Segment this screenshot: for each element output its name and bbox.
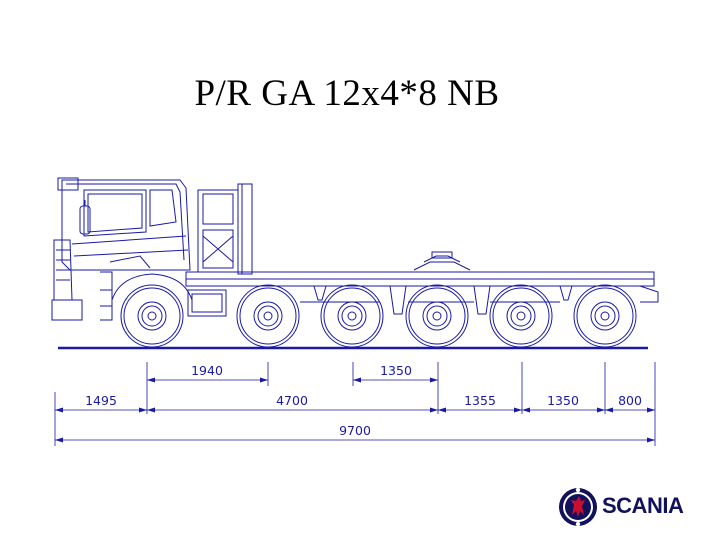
arrowheads	[55, 377, 655, 443]
dim-label-1355: 1355	[464, 393, 496, 408]
wheel-2	[236, 284, 300, 348]
front-fender	[111, 273, 193, 301]
cab-outline	[51, 177, 191, 321]
wheel-3	[320, 284, 384, 348]
page-title: P/R GA 12x4*8 NB	[194, 73, 500, 114]
extension-lines	[54, 362, 656, 446]
brand-wordmark: SCANIA	[602, 493, 684, 518]
dim-label-1940: 1940	[191, 363, 223, 378]
dim-label-4700: 4700	[276, 393, 308, 408]
chassis-frame	[185, 271, 659, 317]
suspension	[300, 285, 573, 315]
fifth-wheel	[413, 251, 471, 271]
wheel-5	[489, 284, 553, 348]
wheel-1	[120, 284, 184, 348]
dim-label-overall: 9700	[339, 423, 371, 438]
dim-label-800: 800	[618, 393, 642, 408]
griffin-emblem-icon	[559, 487, 597, 527]
scania-logo: SCANIA	[558, 484, 708, 530]
dim-label-1350-upper: 1350	[380, 363, 412, 378]
rear-cabinet	[197, 183, 253, 275]
wheel-4	[405, 284, 469, 348]
wheel-6	[573, 284, 637, 348]
dim-label-1495: 1495	[85, 393, 117, 408]
dim-label-1350-lower: 1350	[547, 393, 579, 408]
